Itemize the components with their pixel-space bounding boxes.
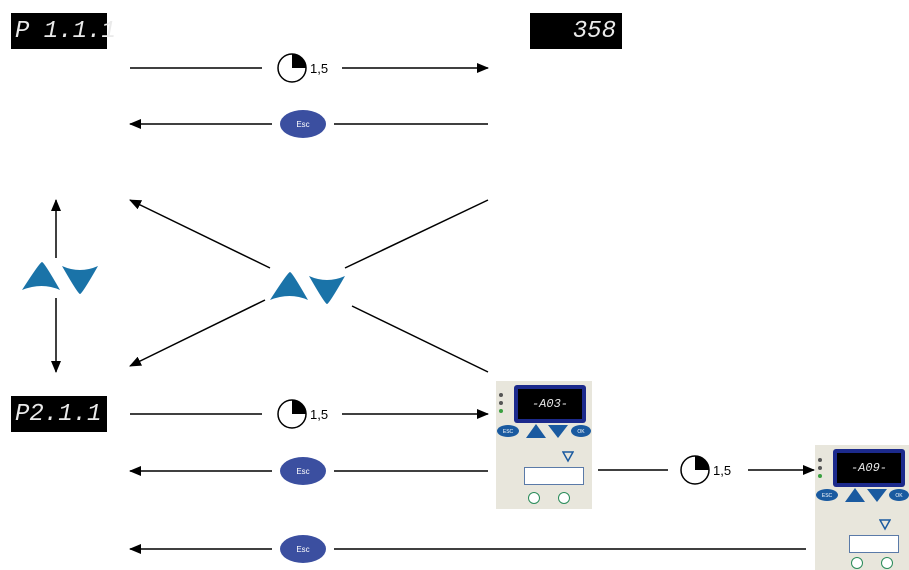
device-keypad: ESC OK [816, 488, 909, 502]
device-foot [528, 492, 540, 504]
device-esc-key: ESC [822, 493, 833, 499]
terminal-symbol-icon [562, 451, 574, 463]
esc-label: Esc [296, 467, 309, 476]
device-window [849, 535, 899, 553]
up-arrow-icon [526, 424, 546, 438]
timer-label: 1,5 [310, 407, 328, 422]
clock-quarter-icon: 1,5 [668, 455, 748, 485]
display-p111-text: P 1.1.1 [15, 17, 116, 45]
up-arrow-icon [845, 488, 865, 502]
controller-device-1: -A03- ESC OK [496, 381, 592, 509]
up-down-arrows-icon [270, 272, 345, 304]
arrow-diag-to-bottom-left [129, 299, 266, 367]
clock-quarter-icon: 1,5 [262, 399, 342, 429]
line-diag-bottom-right [351, 305, 489, 373]
timer-label: 1,5 [713, 463, 731, 478]
esc-button-icon: Esc [272, 535, 334, 563]
status-led [818, 466, 822, 470]
device-foot [881, 557, 893, 569]
esc-button-icon: Esc [272, 110, 334, 138]
display-p211-text: P2.1.1 [15, 400, 102, 428]
device-window [524, 467, 584, 485]
clock-quarter-icon: 1,5 [262, 53, 342, 83]
display-value-text: 358 [572, 17, 616, 45]
device-foot [558, 492, 570, 504]
device-ok-key: OK [577, 429, 585, 435]
device-keypad: ESC OK [497, 424, 591, 438]
terminal-symbol-icon [879, 519, 891, 531]
arrow-diag-to-top-left [129, 199, 271, 269]
device-screen: -A03- [514, 385, 586, 423]
device-screen: -A09- [833, 449, 905, 487]
esc-button-icon: Esc [272, 457, 334, 485]
line-diag-top-right [344, 199, 489, 269]
status-led [499, 401, 503, 405]
timer-label: 1,5 [310, 61, 328, 76]
display-value: 358 [530, 13, 622, 49]
up-down-arrows-icon [22, 262, 98, 294]
down-arrow-icon [867, 489, 887, 502]
esc-label: Esc [296, 545, 309, 554]
status-led [499, 409, 503, 413]
device-reading: -A03- [518, 389, 582, 419]
device-esc-key: ESC [503, 429, 514, 435]
status-led [818, 458, 822, 462]
device-ok-key: OK [895, 493, 903, 499]
esc-label: Esc [296, 120, 309, 129]
controller-device-2: -A09- ESC OK [815, 445, 909, 570]
device-foot [851, 557, 863, 569]
device-reading: -A09- [837, 453, 901, 483]
status-led [818, 474, 822, 478]
status-led [499, 393, 503, 397]
display-p211: P2.1.1 [11, 396, 107, 432]
display-p111: P 1.1.1 [11, 13, 116, 49]
down-arrow-icon [548, 425, 568, 438]
